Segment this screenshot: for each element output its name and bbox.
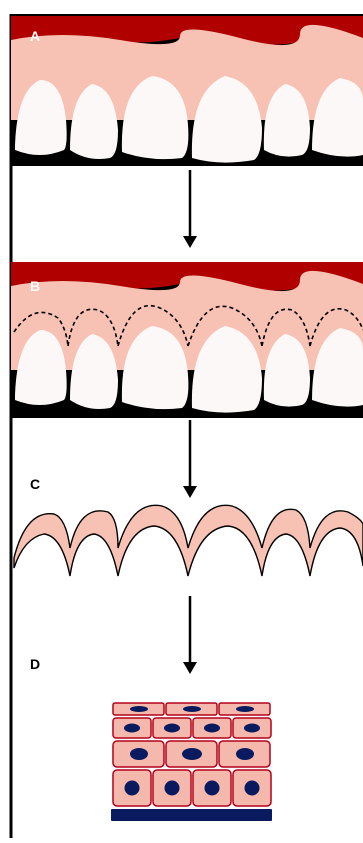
nucleus bbox=[124, 724, 140, 733]
arrow-down-icon bbox=[183, 420, 197, 498]
nucleus bbox=[244, 724, 260, 733]
nucleus bbox=[204, 724, 220, 733]
nucleus bbox=[205, 781, 220, 796]
panel-a-border-top bbox=[11, 14, 363, 16]
panel-a-label: A bbox=[30, 28, 40, 44]
nucleus bbox=[130, 706, 148, 712]
panel-b-gingiva bbox=[11, 271, 363, 370]
arrow-down-icon bbox=[183, 596, 197, 674]
nucleus bbox=[125, 781, 140, 796]
basement-membrane bbox=[111, 809, 272, 821]
arrow-down-icon bbox=[183, 170, 197, 248]
nucleus bbox=[236, 706, 254, 712]
panel-b: B bbox=[11, 262, 363, 418]
panel-a-gingiva bbox=[11, 25, 363, 120]
nucleus bbox=[183, 706, 201, 712]
cell-row-granular bbox=[113, 718, 271, 738]
nucleus bbox=[130, 748, 148, 760]
cell-row-basal bbox=[113, 770, 271, 806]
nucleus bbox=[164, 724, 180, 733]
panel-d-label: D bbox=[30, 656, 40, 672]
nucleus bbox=[182, 748, 202, 760]
panel-d: D bbox=[30, 656, 272, 821]
nucleus bbox=[236, 748, 254, 760]
panel-b-label: B bbox=[30, 278, 40, 294]
panel-c-label: C bbox=[30, 476, 40, 492]
cell-row-spinous bbox=[113, 741, 270, 767]
epithelium-layers bbox=[111, 703, 272, 821]
nucleus bbox=[165, 781, 180, 796]
panel-a: A bbox=[11, 14, 363, 166]
excised-gingiva-strip bbox=[14, 505, 363, 576]
nucleus bbox=[245, 781, 260, 796]
cell-row-superficial bbox=[113, 703, 270, 715]
